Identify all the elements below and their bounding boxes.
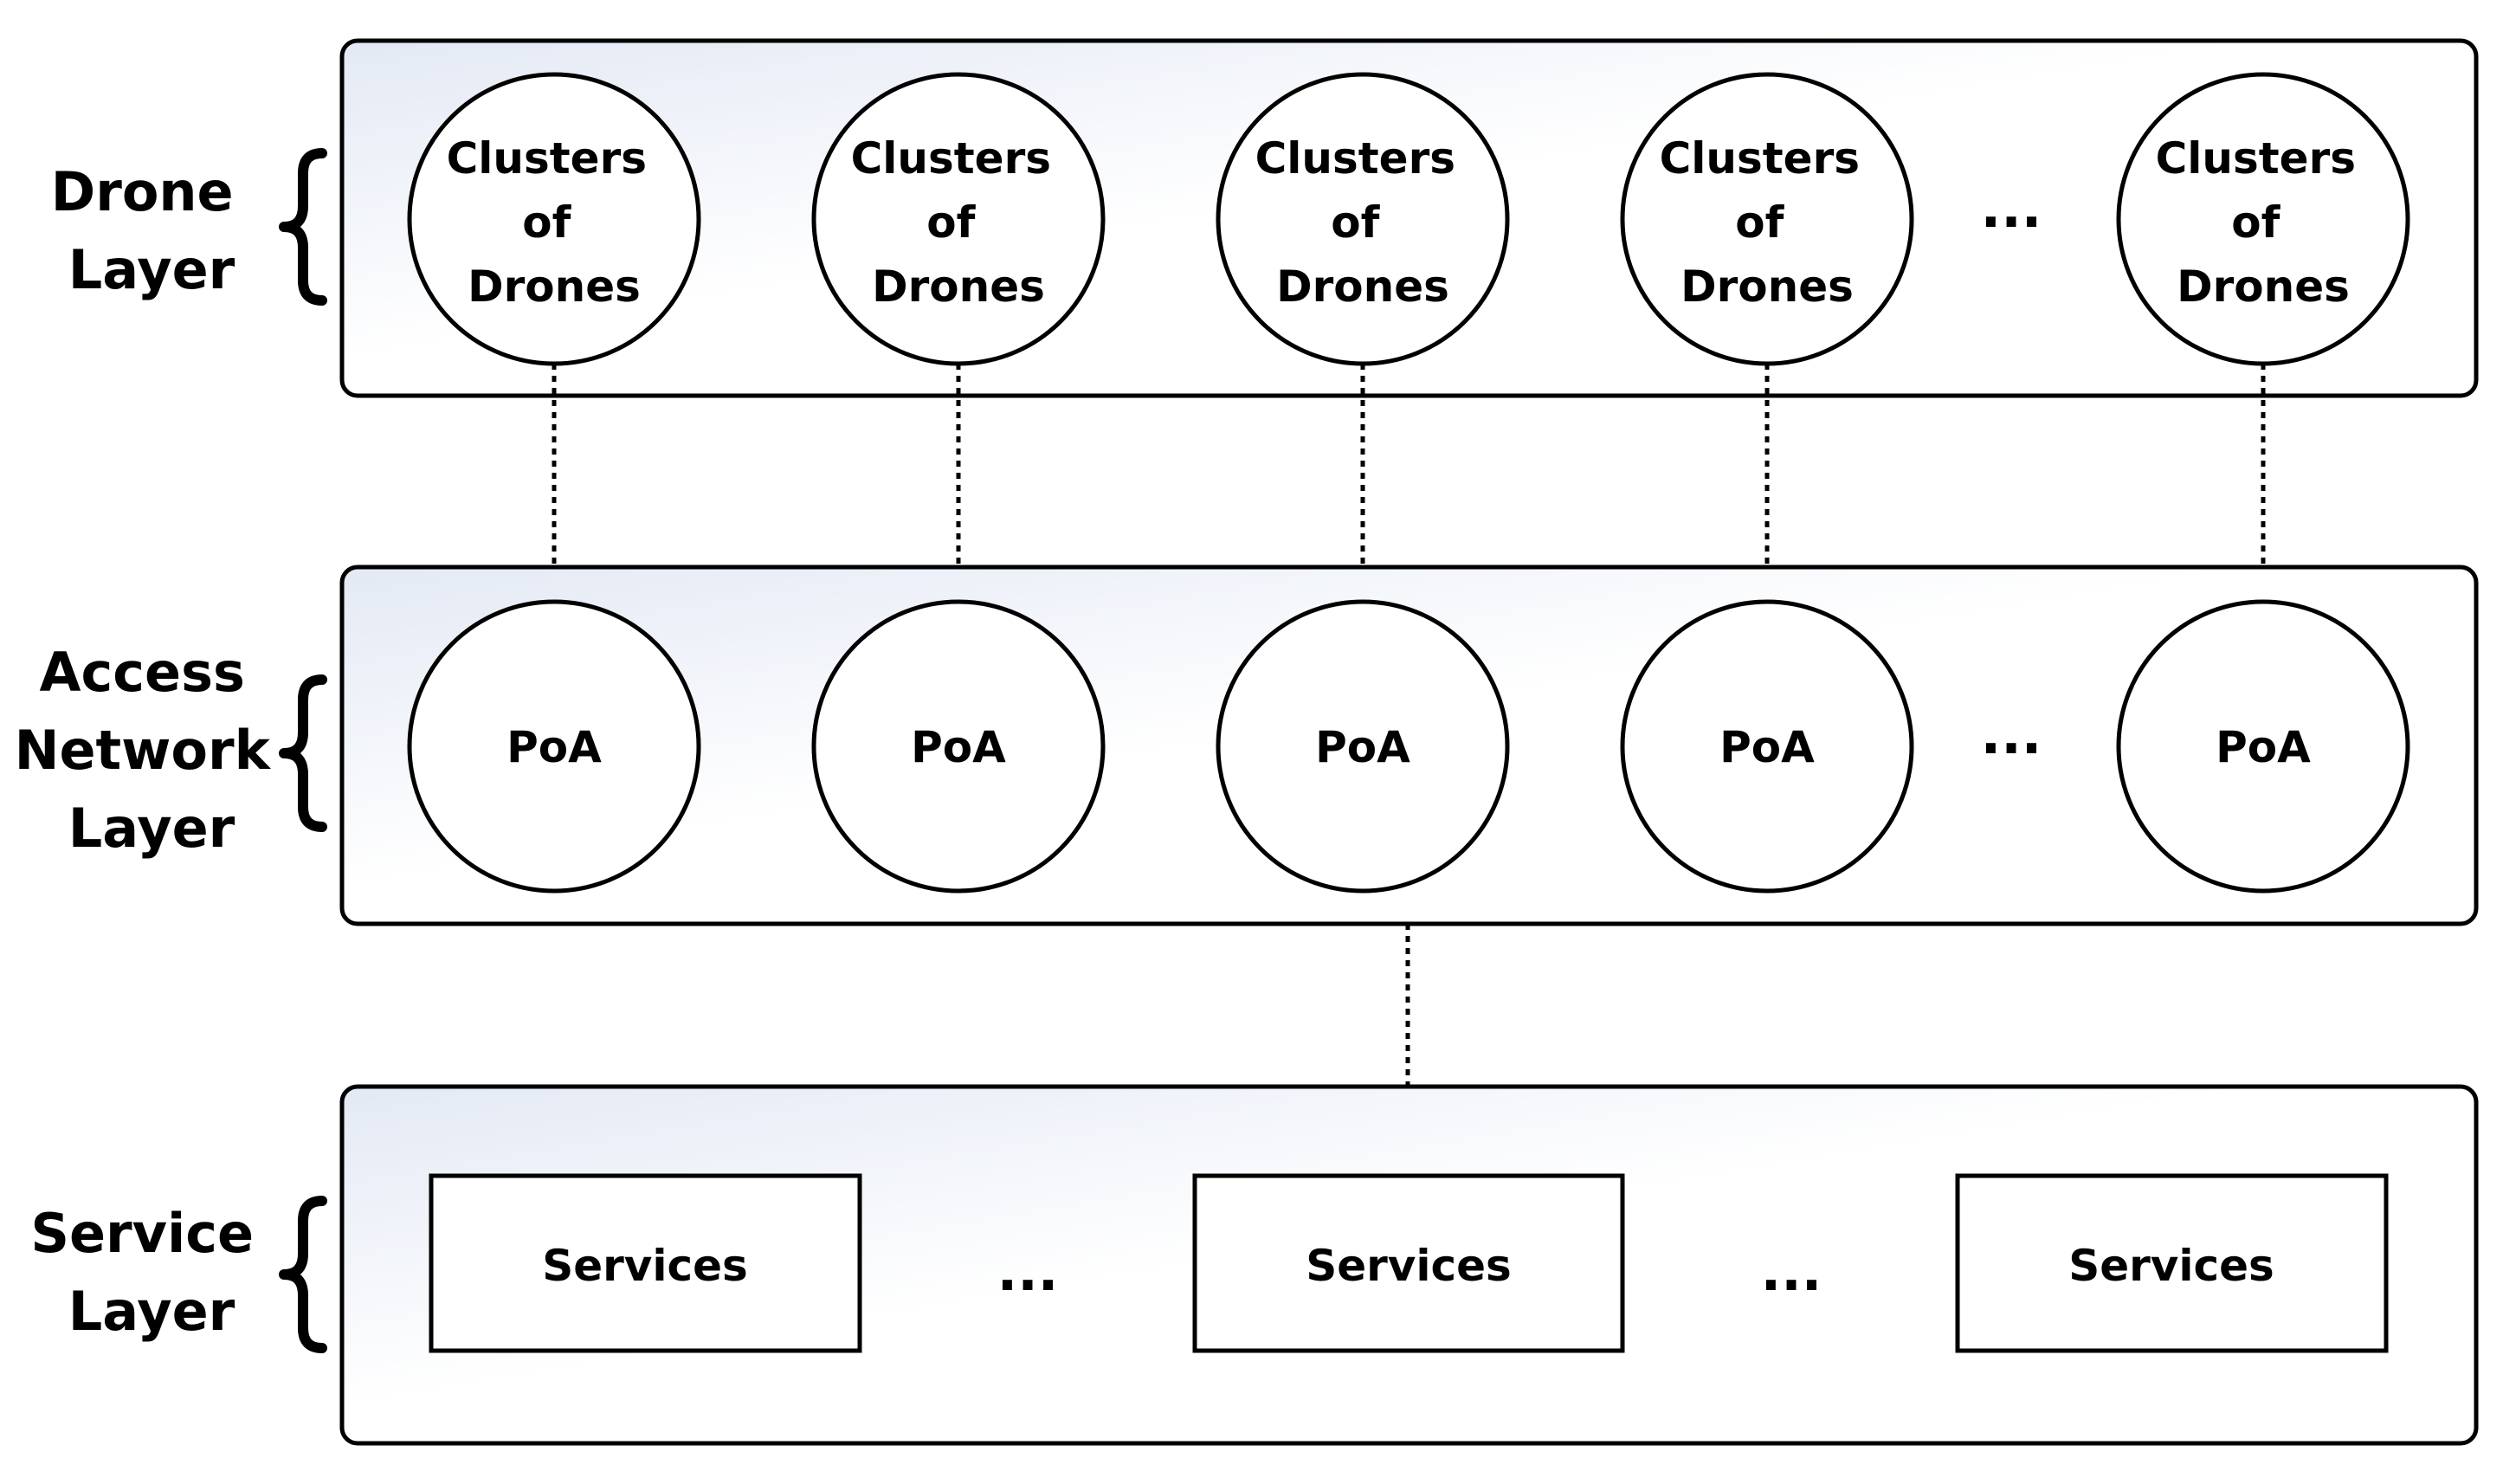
svg-text:PoA: PoA [2216,722,2311,772]
poa-node: PoA [1620,599,1914,894]
drone-layer-brace [279,148,327,306]
service-box: Services [1955,1173,2389,1353]
poa-node: PoA [1216,599,1510,894]
access-network-layer-brace [279,674,327,832]
svg-text:PoA: PoA [1315,722,1410,772]
service-box: Services [429,1173,862,1353]
access-network-layer-label: Access Network Layer [15,641,289,860]
drone-cluster: Clusters of Drones [2116,72,2410,366]
svg-text:PoA: PoA [1719,722,1815,772]
svg-text:PoA: PoA [911,722,1006,772]
access-layer-ellipsis: ... [1981,703,2042,766]
svg-text:Clusters of Dr: Clusters of Drones [1255,133,1471,312]
svg-text:PoA: PoA [506,722,602,772]
drone-layer-label: Drone Layer [51,160,252,301]
service-layer-label: Service Layer [30,1202,272,1343]
drone-layer: Drone Layer Clusters of Drones Clusters … [51,38,2479,398]
service-layer: Service Layer Services ... Services ... … [30,1084,2479,1446]
svg-text:Clusters of Dr: Clusters of Drones [851,133,1067,312]
service-box: Services [1192,1173,1625,1353]
svg-text:Clusters of Dr: Clusters of Drones [447,133,662,312]
poa-node: PoA [2116,599,2410,894]
drone-cluster: Clusters of Drones [407,72,701,366]
svg-text:Services: Services [2068,1241,2274,1291]
cluster-to-poa-links [552,364,2266,602]
svg-text:Services: Services [1306,1241,1512,1291]
access-network-layer: Access Network Layer PoA PoA PoA PoA ...… [15,565,2479,926]
svg-text:Clusters of Dr: Clusters of Drones [2156,133,2371,312]
svg-text:Services: Services [542,1241,748,1291]
poa-node: PoA [811,599,1106,894]
drone-cluster: Clusters of Drones [811,72,1106,366]
service-layer-ellipsis: ... [997,1240,1059,1303]
poa-node: PoA [407,599,701,894]
service-layer-ellipsis: ... [1761,1240,1822,1303]
svg-text:Clusters of Dr: Clusters of Drones [1660,133,1875,312]
service-layer-brace [279,1196,327,1353]
drone-layer-ellipsis: ... [1981,177,2042,240]
drone-cluster: Clusters of Drones [1620,72,1914,366]
drone-cluster: Clusters of Drones [1216,72,1510,366]
